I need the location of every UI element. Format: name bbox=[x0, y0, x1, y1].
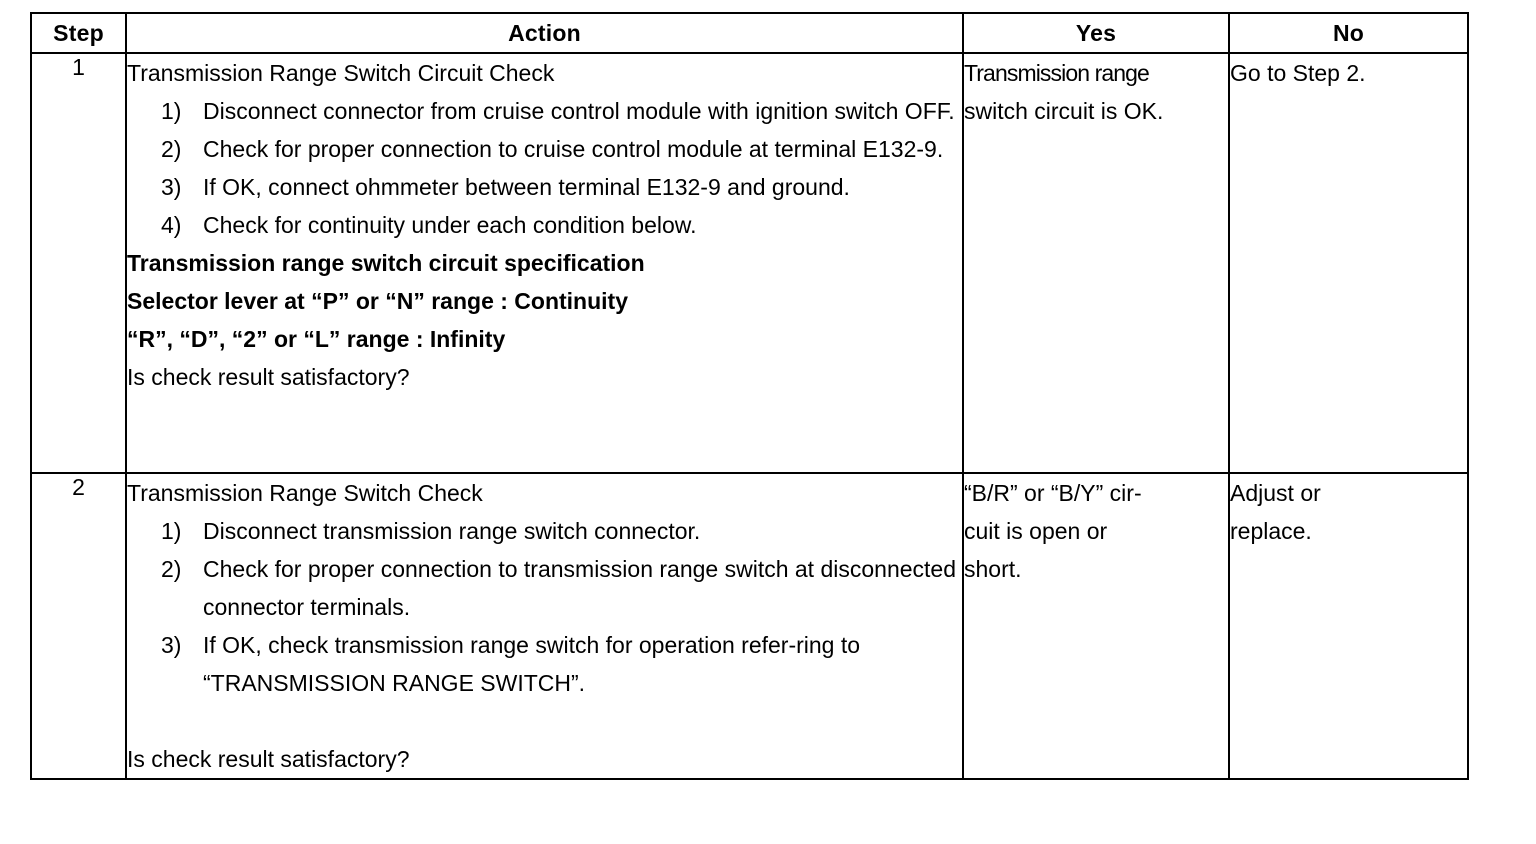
specification-line: Transmission range switch circuit specif… bbox=[127, 250, 645, 276]
action-title: Transmission Range Switch Check bbox=[127, 480, 483, 506]
list-item-text: Disconnect transmission range switch con… bbox=[203, 518, 701, 544]
column-header-action: Action bbox=[125, 12, 964, 54]
list-marker: 2) bbox=[161, 136, 182, 162]
list-item-text: Check for proper connection to transmiss… bbox=[203, 556, 957, 620]
no-text-line: Adjust or bbox=[1230, 480, 1321, 506]
yes-content: “B/R” or “B/Y” cir- cuit is open or shor… bbox=[962, 472, 1230, 780]
table-row: 2 Transmission Range Switch Check 1) Dis… bbox=[30, 472, 1469, 780]
action-content: Transmission Range Switch Circuit Check … bbox=[125, 52, 964, 474]
action-content: Transmission Range Switch Check 1) Disco… bbox=[125, 472, 964, 780]
list-marker: 1) bbox=[161, 98, 182, 124]
no-text-line: replace. bbox=[1230, 518, 1312, 544]
no-content: Go to Step 2. bbox=[1228, 52, 1469, 474]
no-text-line: Go to Step 2. bbox=[1230, 60, 1366, 86]
list-marker: 1) bbox=[161, 518, 182, 544]
no-content: Adjust or replace. bbox=[1228, 472, 1469, 780]
yes-text-line: switch circuit is OK. bbox=[964, 98, 1164, 124]
yes-content: Transmission range switch circuit is OK. bbox=[962, 52, 1230, 474]
troubleshooting-table: Step Action Yes No 1 Transmission Range … bbox=[30, 12, 1469, 780]
list-item: 1) Disconnect transmission range switch … bbox=[127, 512, 962, 550]
column-header-step: Step bbox=[30, 12, 127, 54]
table-header-row: Step Action Yes No bbox=[30, 12, 1469, 54]
column-header-yes: Yes bbox=[962, 12, 1230, 54]
yes-text-line: cuit is open or bbox=[964, 518, 1108, 544]
yes-text-line: short. bbox=[964, 556, 1022, 582]
list-item: 1) Disconnect connector from cruise cont… bbox=[127, 92, 962, 130]
step-number: 1 bbox=[30, 52, 127, 474]
list-marker: 3) bbox=[161, 632, 182, 658]
list-item: 4) Check for continuity under each condi… bbox=[127, 206, 962, 244]
action-question: Is check result satisfactory? bbox=[127, 746, 410, 772]
specification-line: Selector lever at “P” or “N” range : Con… bbox=[127, 288, 628, 314]
specification-line: “R”, “D”, “2” or “L” range : Infinity bbox=[127, 326, 506, 352]
action-title: Transmission Range Switch Circuit Check bbox=[127, 60, 555, 86]
action-step-list: 1) Disconnect connector from cruise cont… bbox=[127, 92, 962, 244]
yes-text-line: “B/R” or “B/Y” cir- bbox=[964, 480, 1142, 506]
yes-text-line: Transmission range bbox=[964, 60, 1150, 86]
list-item-text: Disconnect connector from cruise control… bbox=[203, 98, 955, 124]
list-item: 3) If OK, check transmission range switc… bbox=[127, 626, 962, 702]
list-item-text: If OK, check transmission range switch f… bbox=[203, 632, 861, 696]
list-item: 3) If OK, connect ohmmeter between termi… bbox=[127, 168, 962, 206]
spacer bbox=[127, 702, 962, 740]
column-header-no: No bbox=[1228, 12, 1469, 54]
list-marker: 4) bbox=[161, 212, 182, 238]
list-marker: 3) bbox=[161, 174, 182, 200]
list-item: 2) Check for proper connection to transm… bbox=[127, 550, 962, 626]
list-item: 2) Check for proper connection to cruise… bbox=[127, 130, 962, 168]
list-marker: 2) bbox=[161, 556, 182, 582]
list-item-text: Check for continuity under each conditio… bbox=[203, 212, 697, 238]
table-row: 1 Transmission Range Switch Circuit Chec… bbox=[30, 52, 1469, 474]
step-number: 2 bbox=[30, 472, 127, 780]
list-item-text: If OK, connect ohmmeter between terminal… bbox=[203, 174, 850, 200]
action-step-list: 1) Disconnect transmission range switch … bbox=[127, 512, 962, 702]
action-question: Is check result satisfactory? bbox=[127, 364, 410, 390]
list-item-text: Check for proper connection to cruise co… bbox=[203, 136, 944, 162]
